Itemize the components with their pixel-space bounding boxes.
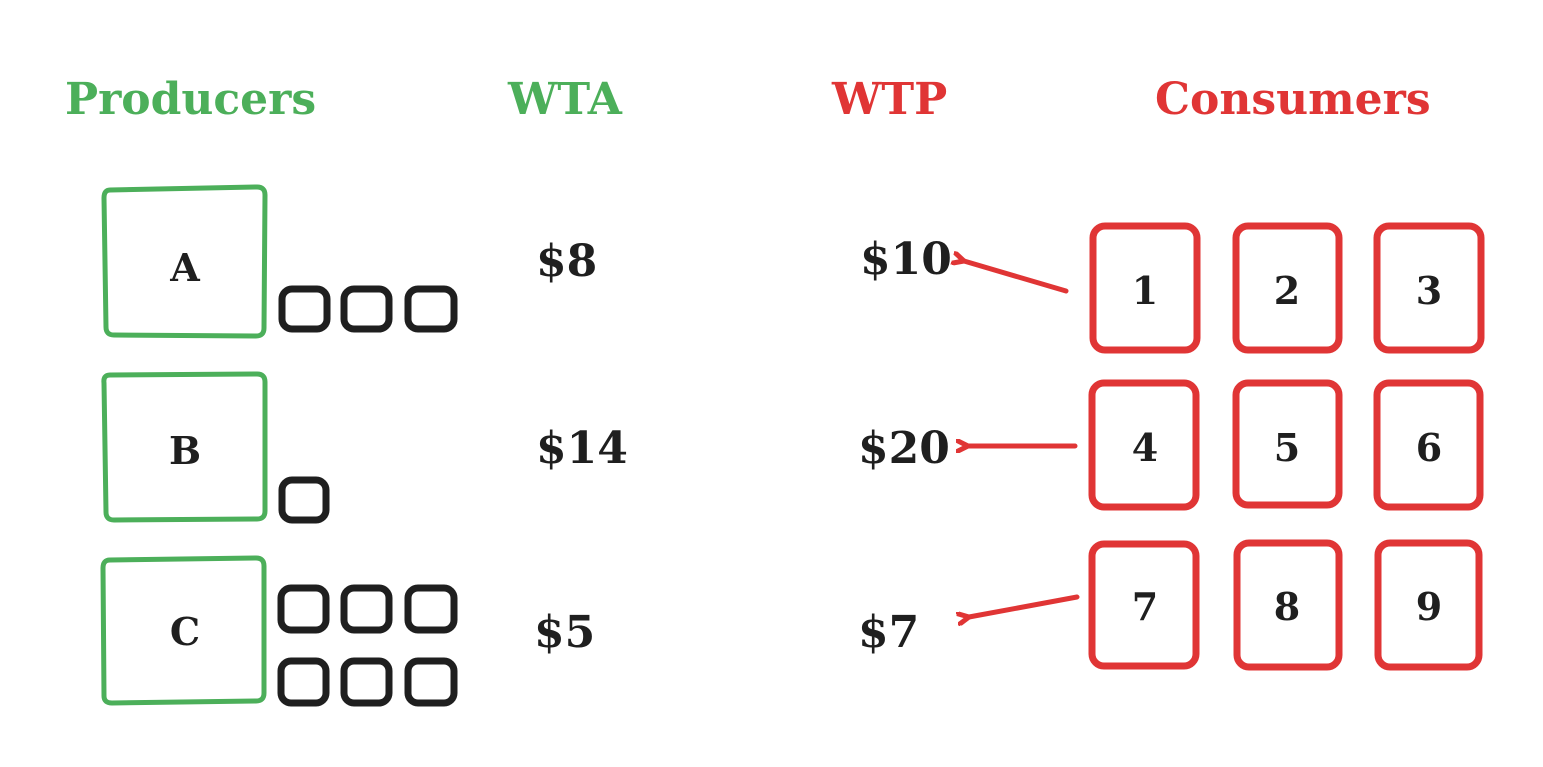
- producers-header: Producers: [65, 74, 316, 125]
- consumers-header: Consumers: [1155, 74, 1431, 125]
- producer-label: A: [169, 245, 200, 290]
- consumer-label: 3: [1416, 268, 1442, 313]
- wtp-value-row-1: $10: [860, 234, 952, 285]
- consumer-box: [1374, 539, 1483, 671]
- wta-header: WTA: [507, 74, 623, 125]
- consumer-box: [1232, 379, 1343, 509]
- producer-box: [101, 371, 268, 523]
- producer-box: [100, 555, 267, 706]
- consumer-label: 4: [1132, 425, 1158, 470]
- consumer-label: 8: [1274, 584, 1300, 629]
- wta-value-c: $5: [534, 607, 595, 658]
- unit-square: [404, 584, 458, 634]
- consumer-box: [1233, 539, 1343, 671]
- consumer-label: 5: [1274, 425, 1300, 470]
- consumer-label: 6: [1416, 425, 1442, 470]
- producer-label: C: [170, 609, 200, 654]
- consumer-box: [1232, 222, 1343, 354]
- consumer-box: [1373, 379, 1484, 511]
- consumer-label: 7: [1132, 584, 1158, 629]
- wta-value-b: $14: [536, 423, 628, 474]
- producer-c: C: [100, 555, 267, 706]
- consumer-box: [1089, 222, 1201, 354]
- producer-b: B: [101, 371, 268, 523]
- unit-square: [277, 657, 330, 707]
- consumer-box: [1373, 222, 1485, 354]
- unit-square: [277, 584, 330, 634]
- unit-square: [340, 584, 393, 634]
- unit-square: [404, 285, 458, 333]
- wtp-value-row-3: $7: [858, 607, 919, 658]
- unit-square: [404, 657, 458, 707]
- consumer-label: 2: [1274, 268, 1300, 313]
- producer-b-units: [278, 476, 330, 524]
- producer-a: A: [101, 184, 268, 339]
- unit-square: [278, 285, 331, 333]
- producer-box: [101, 184, 268, 339]
- unit-square: [340, 285, 393, 333]
- consumer-box: [1088, 379, 1200, 511]
- producer-c-units: [277, 584, 458, 707]
- unit-square: [340, 657, 393, 707]
- consumer-box: [1088, 540, 1200, 670]
- wtp-header: WTP: [831, 74, 947, 125]
- arrow-row-3: [969, 594, 1080, 617]
- arrow-row-1: [964, 261, 1069, 294]
- wta-value-a: $8: [536, 236, 597, 287]
- consumer-label: 9: [1416, 584, 1442, 629]
- consumer-label: 1: [1132, 268, 1158, 313]
- unit-square: [278, 476, 330, 524]
- producer-label: B: [169, 428, 201, 473]
- consumers-grid: 1 2 3 4 5 6 7 8 9: [1088, 222, 1485, 671]
- producer-a-units: [278, 285, 458, 333]
- wtp-value-row-2: $20: [858, 423, 950, 474]
